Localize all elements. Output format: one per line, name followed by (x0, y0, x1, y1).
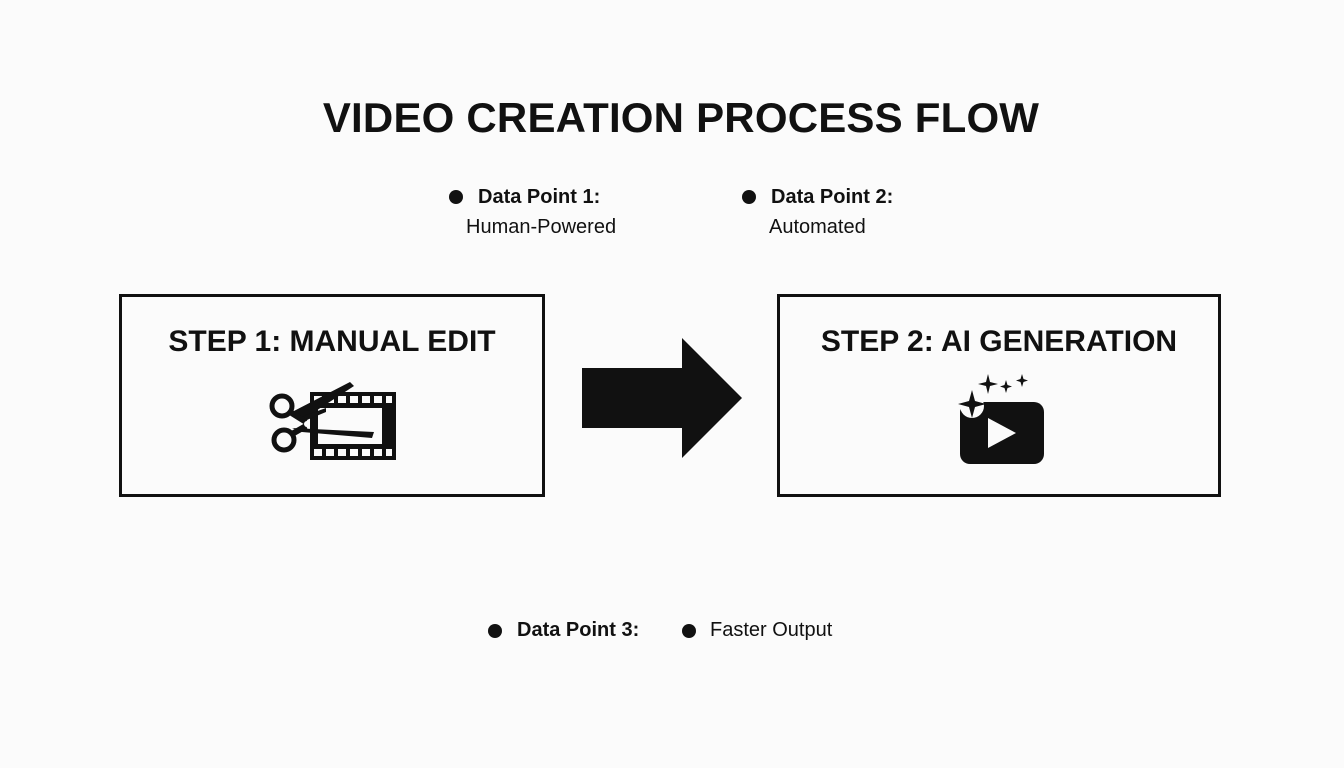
ai-sparkle-video-icon (958, 374, 1044, 464)
right-arrow-icon (582, 338, 742, 458)
data-point-3-label: Data Point 3: (517, 619, 640, 641)
bullet-dot (449, 190, 463, 204)
bullet-dot (682, 624, 696, 638)
step-2-box: STEP 2: AI GENERATION (777, 294, 1221, 497)
step-2-title: STEP 2: AI GENERATION (820, 325, 1178, 358)
bullet-dot (742, 190, 756, 204)
step-1-title: STEP 1: MANUAL EDIT (168, 325, 496, 358)
data-point-2-label: Data Point 2: (771, 186, 894, 208)
page-title: VIDEO CREATION PROCESS FLOW (322, 94, 1040, 141)
data-point-1-value: Human-Powered (466, 216, 617, 238)
data-point-3-value: Faster Output (710, 619, 833, 641)
data-point-1-label: Data Point 1: (478, 186, 601, 208)
data-point-2-value: Automated (769, 216, 866, 238)
step-1-box: STEP 1: MANUAL EDIT (119, 294, 545, 497)
scissors-film-icon (269, 382, 396, 460)
bullet-dot (488, 624, 502, 638)
